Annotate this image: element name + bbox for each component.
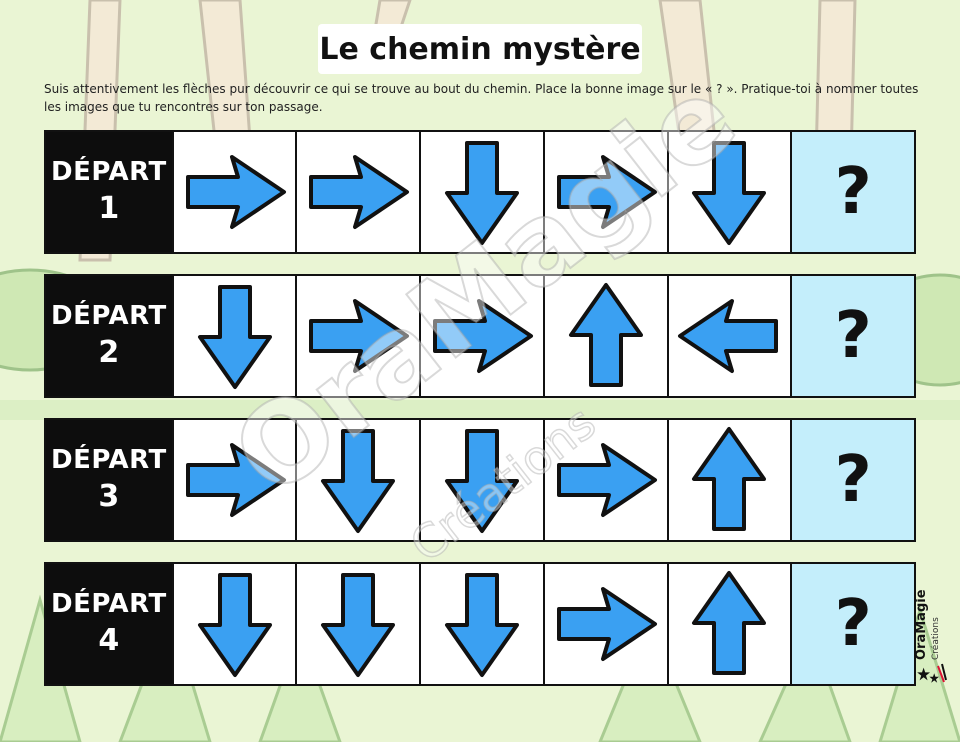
stars-icon [917,663,947,683]
arrow-right-icon [556,587,657,661]
start-number: 4 [98,623,120,658]
arrow-down-icon [321,429,396,533]
arrow-right-icon [556,155,657,229]
start-number: 2 [98,335,120,370]
arrow-cell [419,564,543,684]
arrow-down-icon [445,573,519,677]
arrow-cell [419,276,543,396]
logo-subtitle: Créations [931,617,941,660]
arrow-left-icon [678,299,779,373]
arrow-cell [666,564,791,684]
start-word: DÉPART [50,445,167,475]
arrow-cell [171,132,296,252]
arrow-cell [666,276,791,396]
path-row-4: DÉPART 4? [44,562,916,686]
question-mark: ? [834,587,872,661]
answer-drop-slot[interactable]: ? [790,564,915,684]
arrow-up-icon [692,571,767,675]
arrow-cell [542,420,667,540]
arrow-down-icon [197,573,272,677]
start-number: 3 [98,479,120,514]
arrow-down-icon [321,573,396,677]
path-row-1: DÉPART 1? [44,130,916,254]
question-mark: ? [834,155,872,229]
arrow-cell [295,564,420,684]
start-word: DÉPART [50,589,167,619]
start-label: DÉPART 1 [46,132,172,252]
page-title: Le chemin mystère [318,24,642,74]
arrow-cell [295,420,420,540]
question-mark: ? [834,299,872,373]
arrow-cell [295,132,420,252]
arrow-right-icon [556,443,657,517]
arrow-up-icon [692,427,767,531]
start-word: DÉPART [50,157,167,187]
question-mark: ? [834,443,872,517]
arrow-right-icon [433,299,533,373]
brand-logo: OraMagie Créations [914,560,954,683]
arrow-right-icon [185,155,286,229]
arrow-down-icon [445,429,519,533]
arrow-cell [542,132,667,252]
arrow-up-icon [568,283,643,387]
answer-drop-slot[interactable]: ? [790,276,915,396]
arrow-down-icon [445,141,519,245]
arrow-cell [542,276,667,396]
arrow-cell [666,132,791,252]
instructions-text: Suis attentivement les flèches pur décou… [44,82,919,114]
start-word: DÉPART [50,301,167,331]
arrow-right-icon [309,299,410,373]
start-label: DÉPART 2 [46,276,172,396]
arrow-cell [171,564,296,684]
start-number: 1 [98,191,120,226]
answer-drop-slot[interactable]: ? [790,132,915,252]
arrow-cell [666,420,791,540]
path-row-3: DÉPART 3? [44,418,916,542]
arrow-down-icon [692,141,767,245]
start-label: DÉPART 4 [46,564,172,684]
arrow-cell [295,276,420,396]
answer-drop-slot[interactable]: ? [790,420,915,540]
arrow-right-icon [309,155,410,229]
logo-name: OraMagie [914,589,929,660]
arrow-right-icon [185,443,286,517]
path-row-2: DÉPART 2? [44,274,916,398]
arrow-cell [171,276,296,396]
arrow-cell [419,420,543,540]
start-label: DÉPART 3 [46,420,172,540]
arrow-cell [171,420,296,540]
arrow-down-icon [197,285,272,389]
arrow-cell [542,564,667,684]
logo-text: OraMagie Créations [914,540,954,660]
arrow-cell [419,132,543,252]
